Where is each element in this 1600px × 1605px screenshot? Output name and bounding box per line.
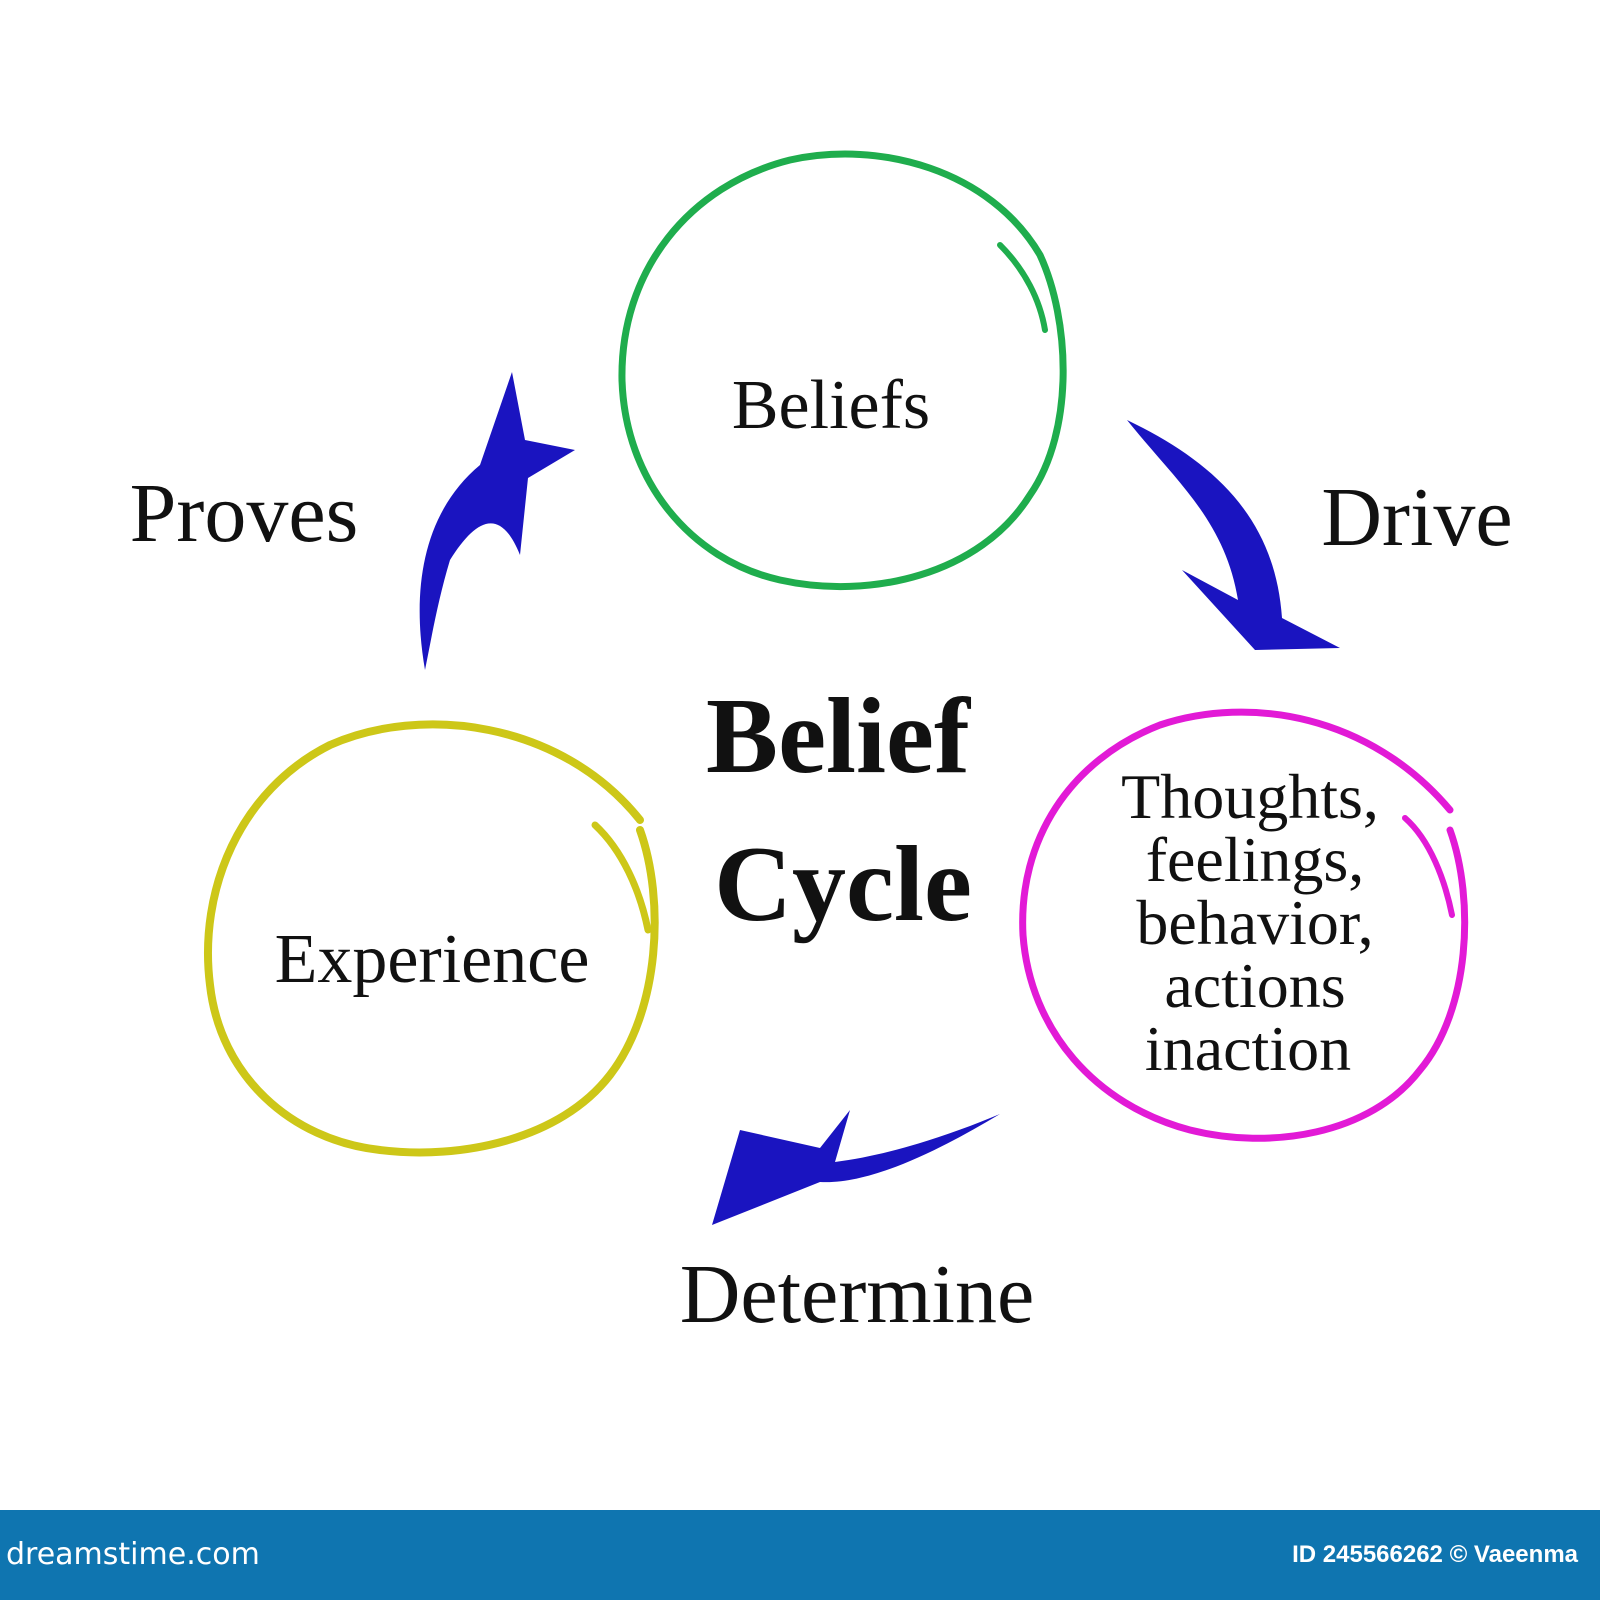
experience-circle-tail: [591, 821, 652, 934]
proves-label: Proves: [130, 467, 359, 560]
thoughts-node: Thoughts, feelings, behavior, actions in…: [1019, 708, 1469, 1142]
experience-circle: [203, 720, 659, 1157]
thoughts-label-line-3: behavior,: [1136, 887, 1373, 958]
beliefs-label: Beliefs: [732, 367, 930, 444]
title-line-2: Cycle: [714, 825, 972, 944]
beliefs-circle-tail: [997, 242, 1048, 333]
diagram-title: Belief Cycle: [706, 677, 972, 944]
thoughts-circle-tail: [1402, 815, 1455, 918]
footer-logo: dreamstime.com: [6, 1537, 260, 1572]
thoughts-label-line-4: actions: [1164, 950, 1345, 1021]
proves-arrow-icon: [419, 372, 575, 670]
drive-label: Drive: [1321, 471, 1512, 564]
thoughts-label-line-2: feelings,: [1146, 824, 1365, 895]
experience-node: Experience: [203, 720, 659, 1157]
thoughts-label-line-1: Thoughts,: [1121, 761, 1379, 832]
title-line-1: Belief: [706, 677, 972, 796]
beliefs-node: Beliefs: [618, 150, 1067, 591]
thoughts-circle: [1019, 708, 1469, 1142]
drive-arrow-icon: [1127, 420, 1340, 650]
beliefs-circle: [618, 150, 1067, 591]
experience-label: Experience: [275, 921, 590, 998]
thoughts-label-line-5: inaction: [1145, 1013, 1351, 1084]
determine-label: Determine: [680, 1248, 1035, 1341]
drive-edge: Drive: [1127, 420, 1513, 650]
determine-arrow-icon: [712, 1110, 1000, 1225]
footer-credit: ID 245566262 © Vaeenma: [1292, 1541, 1578, 1568]
footer-bar: [0, 1510, 1600, 1600]
determine-edge: Determine: [680, 1110, 1035, 1341]
proves-edge: Proves: [130, 372, 575, 670]
